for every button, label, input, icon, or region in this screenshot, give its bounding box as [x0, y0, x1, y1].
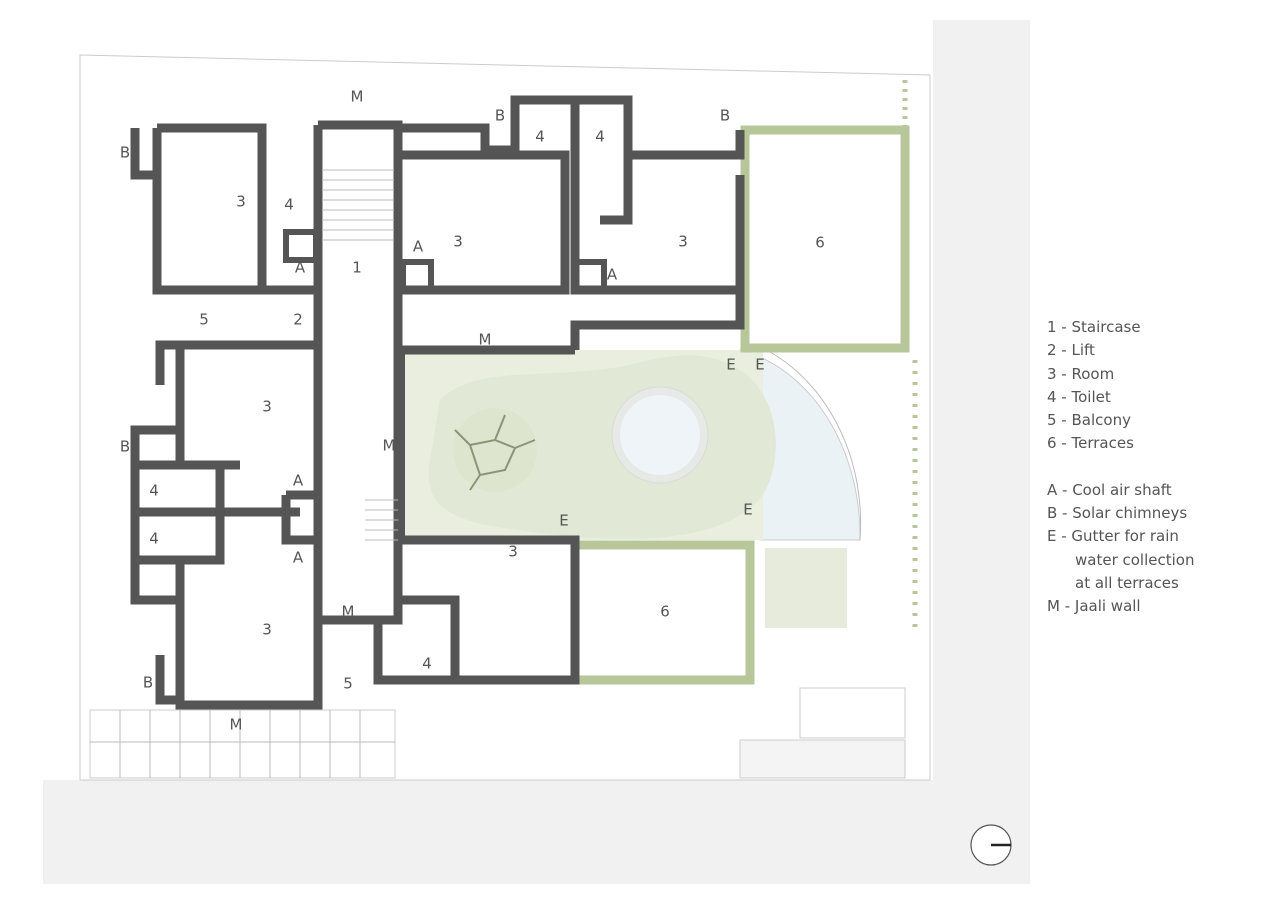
legend-item: 2 - Lift	[1047, 341, 1095, 360]
toilet-label: 4	[535, 128, 545, 146]
staircase-treads	[322, 169, 398, 541]
legend-item-continued: water collection	[1075, 550, 1195, 569]
staircase-label: 1	[352, 259, 362, 277]
air-shaft-label: A	[413, 238, 424, 256]
legend-item: 4 - Toilet	[1047, 387, 1111, 406]
solar-chimney-label: B	[120, 144, 130, 162]
toilet-label: 4	[422, 655, 432, 673]
solar-chimney-label: B	[143, 674, 153, 692]
legend-item: A - Cool air shaft	[1047, 480, 1172, 499]
balcony-label: 5	[343, 675, 353, 693]
gutter-label: E	[559, 512, 568, 530]
jaali-label: M	[479, 331, 492, 349]
solar-chimney-label: B	[495, 107, 505, 125]
air-shaft-label: A	[293, 472, 304, 490]
room-label: 3	[262, 398, 272, 416]
jaali-label: M	[342, 603, 355, 621]
solar-chimney-label: B	[720, 107, 730, 125]
room-label: 3	[236, 193, 246, 211]
air-shaft-label: A	[293, 549, 304, 567]
room-label: 3	[508, 543, 518, 561]
lift-label: 2	[293, 311, 303, 329]
room-label: 3	[262, 621, 272, 639]
toilet-label: 4	[595, 128, 605, 146]
air-shaft-label: A	[607, 266, 618, 284]
toilet-label: 4	[149, 530, 159, 548]
north-arrow-icon	[970, 824, 1012, 866]
balcony-label: 5	[199, 311, 209, 329]
legend-item: 3 - Room	[1047, 364, 1115, 383]
legend-item-continued: at all terraces	[1075, 573, 1179, 592]
toilet-label: 4	[149, 482, 159, 500]
legend: 1 - Staircase 2 - Lift 3 - Room 4 - Toil…	[1047, 316, 1194, 619]
legend-item: 6 - Terraces	[1047, 434, 1134, 453]
jaali-label: M	[351, 88, 364, 106]
air-shaft-label: A	[295, 259, 306, 277]
terrace-label: 6	[815, 234, 825, 252]
walls	[130, 95, 745, 710]
courtyard	[403, 349, 862, 541]
room-label: 3	[678, 233, 688, 251]
legend-item: 5 - Balcony	[1047, 411, 1131, 430]
legend-item: E - Gutter for rain	[1047, 527, 1179, 546]
plan-labels: M B 4 4 B B 3 4 1 3 A 3 A 6 A 5 2 M 3 M …	[120, 88, 825, 734]
terraces	[89, 125, 910, 779]
jaali-label: M	[383, 437, 396, 455]
legend-item: 1 - Staircase	[1047, 318, 1141, 336]
room-label: 3	[453, 233, 463, 251]
legend-item: B - Solar chimneys	[1047, 504, 1188, 523]
toilet-label: 4	[284, 196, 294, 214]
legend-item: M - Jaali wall	[1047, 597, 1141, 616]
jaali-label: M	[230, 716, 243, 734]
gutter-label: E	[726, 356, 735, 374]
gutter-label: E	[755, 356, 764, 374]
terrace-label: 6	[660, 603, 670, 621]
solar-chimney-label: B	[120, 438, 130, 456]
gutter-label: E	[743, 501, 752, 519]
